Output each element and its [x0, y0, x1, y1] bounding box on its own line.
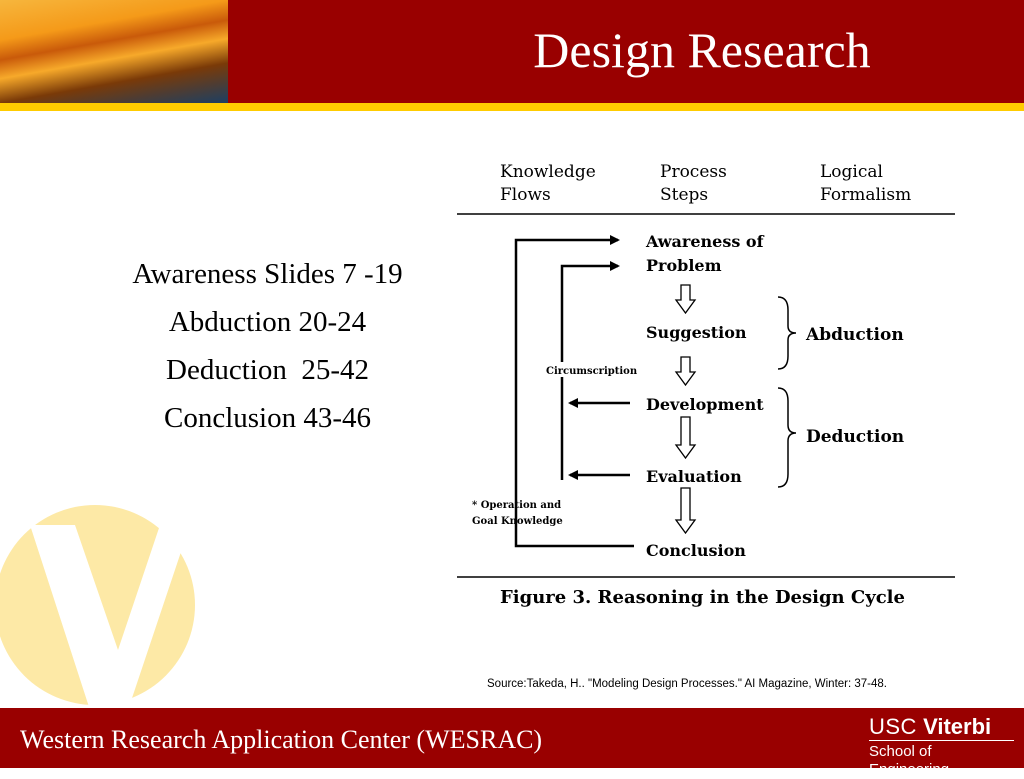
down-arrow-3	[674, 416, 697, 460]
step-awareness: Awareness of Problem	[645, 232, 769, 275]
step-evaluation: Evaluation	[646, 467, 742, 486]
step-conclusion: Conclusion	[646, 541, 746, 560]
header-photo	[0, 0, 228, 103]
design-cycle-figure: Knowledge Flows Process Steps Logical Fo…	[452, 150, 962, 620]
down-arrow-4	[674, 487, 697, 535]
viterbi-watermark-logo	[0, 505, 195, 710]
footer-bar: Western Research Application Center (WES…	[0, 708, 1024, 778]
circumscription-label: Circumscription	[546, 366, 638, 377]
logo-school-text: School of Engineering	[869, 740, 1014, 779]
figure-caption: Figure 3. Reasoning in the Design Cycle	[500, 587, 905, 608]
outer-loop-line	[514, 235, 634, 548]
down-arrow-1	[674, 284, 697, 315]
deduction-brace	[777, 387, 797, 488]
logo-usc-text: USC	[869, 714, 917, 739]
topic-list: Awareness Slides 7 -19 Abduction 20-24 D…	[90, 250, 445, 442]
feedback-lines	[514, 235, 634, 548]
footer-text: Western Research Application Center (WES…	[20, 725, 543, 754]
usc-viterbi-logo: USC Viterbi School of Engineering	[869, 714, 1014, 778]
abduction-brace	[777, 296, 797, 370]
topic-deduction: Deduction 25-42	[166, 354, 369, 386]
slide-title: Design Research	[533, 22, 871, 78]
inner-loop-line	[560, 261, 620, 480]
logo-viterbi-text: Viterbi	[923, 714, 992, 739]
deduction-label: Deduction	[806, 427, 904, 447]
down-arrow-2	[674, 356, 697, 387]
abduction-label: Abduction	[805, 325, 904, 345]
topic-abduction: Abduction 20-24	[168, 306, 367, 338]
topic-conclusion: Conclusion 43-46	[163, 402, 372, 434]
step-suggestion: Suggestion	[646, 323, 747, 342]
header-bar: Design Research	[0, 0, 1024, 103]
gold-divider	[0, 103, 1024, 111]
down-arrows	[674, 284, 697, 535]
header-logical-formalism: Logical Formalism	[820, 162, 911, 205]
header-process-steps: Process Steps	[660, 162, 732, 205]
step-development: Development	[646, 395, 764, 414]
topic-awareness: Awareness Slides 7 -19	[132, 258, 403, 290]
source-citation: Source:Takeda, H.. "Modeling Design Proc…	[487, 678, 887, 690]
header-knowledge-flows: Knowledge Flows	[500, 162, 601, 205]
operation-knowledge-label: * Operation and Goal Knowledge	[472, 500, 565, 527]
